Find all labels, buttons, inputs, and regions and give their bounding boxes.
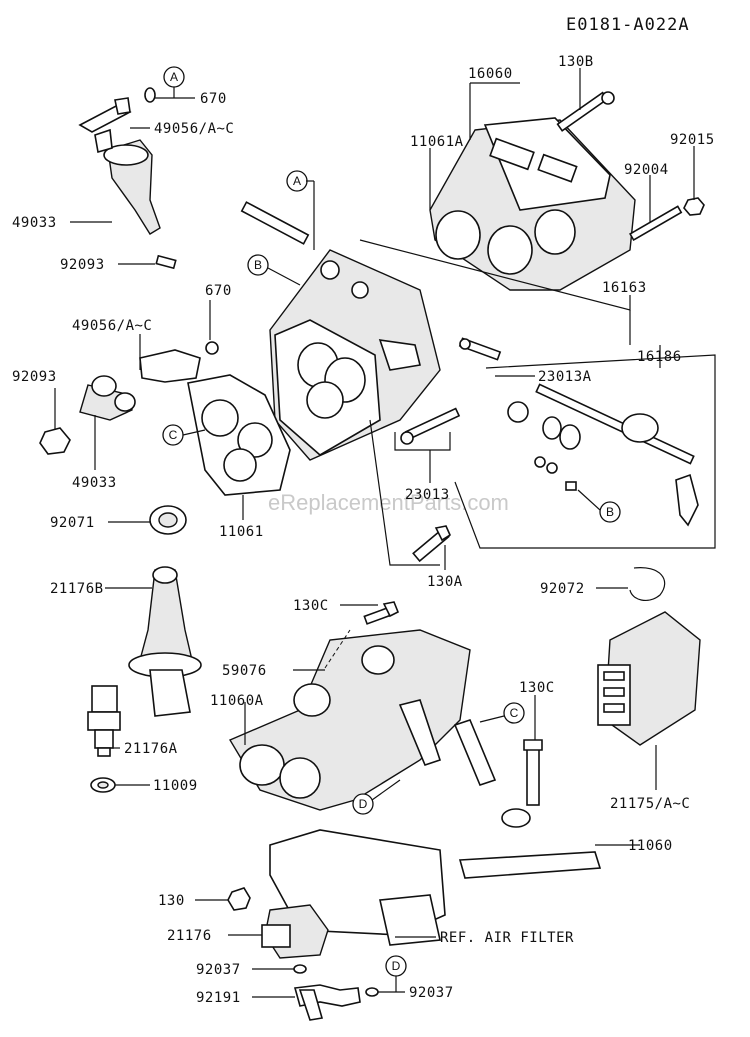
svg-text:B: B	[606, 505, 614, 519]
ecu-21175	[597, 611, 701, 746]
label-130c-left: 130C	[293, 598, 329, 614]
label-21176: 21176	[167, 928, 212, 944]
label-670-mid: 670	[205, 283, 232, 299]
callout-d-mid: D	[352, 793, 374, 815]
label-21175: 21175/A~C	[610, 796, 690, 812]
injector-top-assembly	[78, 87, 177, 270]
label-670-top: 670	[200, 91, 227, 107]
svg-text:D: D	[392, 959, 401, 973]
label-49033-mid: 49033	[72, 475, 117, 491]
bolt-130	[227, 887, 251, 911]
label-ref-air-filter: REF. AIR FILTER	[440, 930, 574, 946]
bolt-130a	[412, 525, 452, 563]
svg-text:C: C	[510, 706, 519, 720]
bolt-130b	[556, 91, 615, 132]
injector-mid-assembly	[39, 349, 201, 455]
watermark: eReplacementParts.com	[268, 490, 509, 515]
pipe-11060	[458, 808, 602, 879]
label-11060: 11060	[628, 838, 673, 854]
callout-b-right: B	[599, 501, 621, 523]
callout-c-right: C	[503, 702, 525, 724]
label-23013a: 23013A	[538, 369, 592, 385]
sensor-21176	[261, 904, 329, 959]
label-11060a: 11060A	[210, 693, 264, 709]
bolt-92004	[629, 205, 683, 242]
label-16060: 16060	[468, 66, 513, 82]
intake-gasket-plate-16060	[429, 117, 636, 291]
label-59076: 59076	[222, 663, 267, 679]
label-92093-mid: 92093	[12, 369, 57, 385]
label-92015: 92015	[670, 132, 715, 148]
label-130c-right: 130C	[519, 680, 555, 696]
svg-text:B: B	[254, 258, 262, 272]
clamp-92037-right	[365, 987, 379, 997]
label-130a: 130A	[427, 574, 463, 590]
diagram-code: E0181-A022A	[566, 15, 690, 35]
svg-text:C: C	[169, 428, 178, 442]
callout-b-mid: B	[247, 254, 269, 276]
washer-11009	[90, 777, 116, 793]
label-92037-right: 92037	[409, 985, 454, 1001]
screw-23013	[400, 407, 461, 445]
label-92004: 92004	[624, 162, 669, 178]
svg-text:D: D	[359, 797, 368, 811]
label-49056-top: 49056/A~C	[154, 121, 234, 137]
nut-92015	[683, 197, 705, 216]
label-49033-top: 49033	[12, 215, 57, 231]
svg-text:A: A	[170, 70, 178, 84]
sensor-21176b	[128, 566, 202, 717]
label-130b: 130B	[558, 54, 594, 70]
label-92037-left: 92037	[196, 962, 241, 978]
bolt-130c-right	[523, 739, 543, 806]
clamp-92037-left	[293, 964, 307, 974]
callout-c-left: C	[162, 424, 184, 446]
label-11061: 11061	[219, 524, 264, 540]
callout-d-bottom: D	[385, 955, 407, 977]
label-21176a: 21176A	[124, 741, 178, 757]
label-11009: 11009	[153, 778, 198, 794]
label-21176b: 21176B	[50, 581, 104, 597]
throttle-shaft-assembly	[507, 383, 699, 527]
label-92072: 92072	[540, 581, 585, 597]
svg-text:A: A	[293, 174, 301, 188]
label-92093-top: 92093	[60, 257, 105, 273]
label-130: 130	[158, 893, 185, 909]
callout-a-mid: A	[286, 170, 308, 192]
label-11061a: 11061A	[410, 134, 464, 150]
gasket-11061	[187, 374, 291, 496]
label-49056-mid: 49056/A~C	[72, 318, 152, 334]
sensor-21176a	[87, 685, 121, 757]
label-16163: 16163	[602, 280, 647, 296]
screw-23013a	[458, 337, 502, 361]
clip-92072	[629, 567, 666, 602]
throttle-body-16163	[240, 201, 441, 461]
intake-manifold-11060a	[228, 629, 497, 811]
bolt-130c-left	[363, 601, 400, 625]
hose-92191	[293, 984, 361, 1021]
callout-a-top: A	[163, 66, 185, 88]
label-92071: 92071	[50, 515, 95, 531]
bracket-plate	[269, 829, 446, 946]
grommet-92071	[149, 505, 187, 535]
label-23013: 23013	[405, 487, 450, 503]
label-92191: 92191	[196, 990, 241, 1006]
label-16186: 16186	[637, 349, 682, 365]
